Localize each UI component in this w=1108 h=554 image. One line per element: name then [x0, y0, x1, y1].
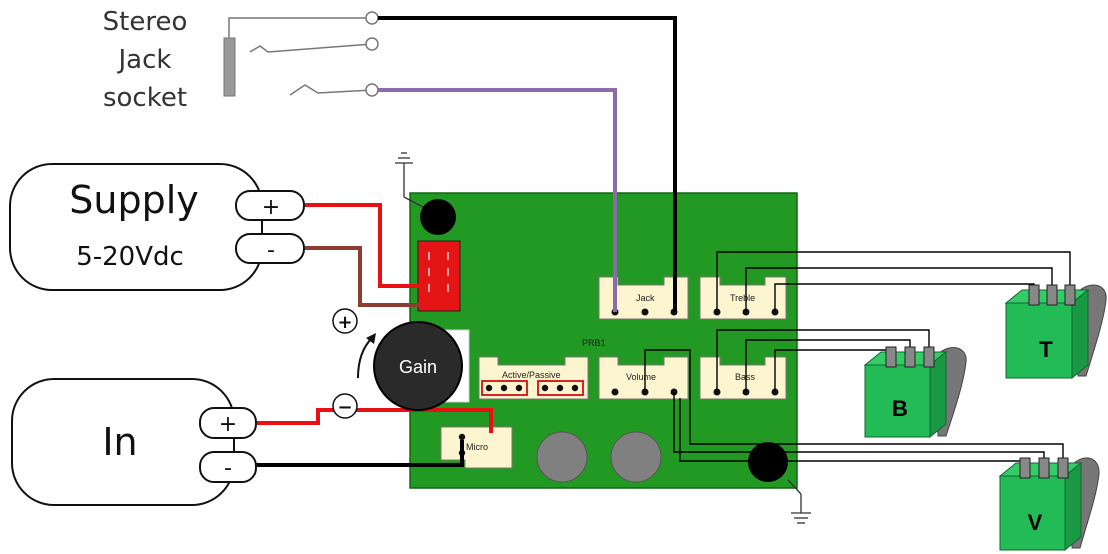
gain-arrow-icon [357, 337, 373, 379]
jack-terminal-sleeve [365, 11, 379, 25]
jack-label-line2: Jack [117, 45, 172, 75]
supply-plus-label: + [262, 195, 280, 220]
stereo-jack-socket: Stereo Jack socket [103, 7, 379, 113]
mounting-hole-bottom [748, 442, 788, 482]
jack-terminal-ring [365, 37, 379, 51]
supply-box: Supply 5-20Vdc + - [9, 163, 305, 291]
connector-active-passive-label: Active/Passive [502, 370, 561, 380]
gain-minus-icon [332, 393, 358, 419]
gain-minus-symbol: − [337, 397, 352, 418]
input-minus-label: - [224, 456, 232, 481]
gain-knob [373, 321, 463, 411]
input-plus-label: + [219, 412, 237, 437]
connector-treble-label: Treble [730, 293, 755, 303]
pot-volume: V [998, 457, 1100, 552]
wire-jack-tip [378, 88, 617, 312]
mounting-hole-top [420, 199, 456, 235]
input-minus-terminal [199, 451, 257, 483]
gain-plus-icon [332, 308, 358, 334]
jumper-left [481, 380, 528, 396]
wire-supply-plus [305, 203, 420, 288]
gain-label: Gain [399, 357, 437, 377]
connector-bass-label: Bass [735, 372, 756, 382]
jack-terminal-tip [365, 83, 379, 97]
connector-treble: Treble [699, 276, 787, 320]
jack-label-line1: Stereo [103, 7, 188, 37]
input-box: In + - [11, 378, 257, 506]
supply-minus-terminal [235, 233, 305, 264]
wire-jack-sleeve [378, 16, 677, 312]
pot-volume-label: V [1028, 510, 1043, 535]
supply-plus-terminal [235, 190, 305, 221]
pot-treble-label: T [1039, 337, 1053, 362]
supply-voltage: 5-20Vdc [76, 242, 184, 272]
ground-symbol-bottom [787, 479, 811, 524]
wire-input-minus [255, 440, 464, 467]
jack-sleeve [223, 37, 236, 97]
jumper-right [537, 380, 584, 396]
connector-volume-label: Volume [626, 372, 656, 382]
input-title: In [102, 420, 137, 464]
power-connector [417, 240, 461, 312]
pot-bass-label: B [892, 396, 908, 421]
pot-bass: B [863, 346, 967, 439]
gain-plus-symbol: + [337, 312, 352, 333]
wire-supply-minus [305, 246, 420, 307]
gain-control: Gain + − [332, 308, 463, 419]
pot-treble: T [1004, 284, 1107, 380]
connector-volume: Volume [598, 356, 689, 400]
jack-label-line3: socket [103, 83, 187, 113]
hole-grey-right [610, 431, 662, 483]
connector-jack-label: Jack [636, 293, 655, 303]
hole-grey-left [536, 431, 588, 483]
connector-active-passive: Active/Passive [478, 356, 589, 400]
input-plus-terminal [199, 407, 257, 439]
wire-input-plus [255, 408, 493, 433]
connector-micro-label: Micro [466, 442, 488, 452]
supply-title: Supply [69, 178, 199, 222]
board-name: PRB1 [582, 338, 606, 348]
supply-minus-label: - [267, 238, 275, 263]
